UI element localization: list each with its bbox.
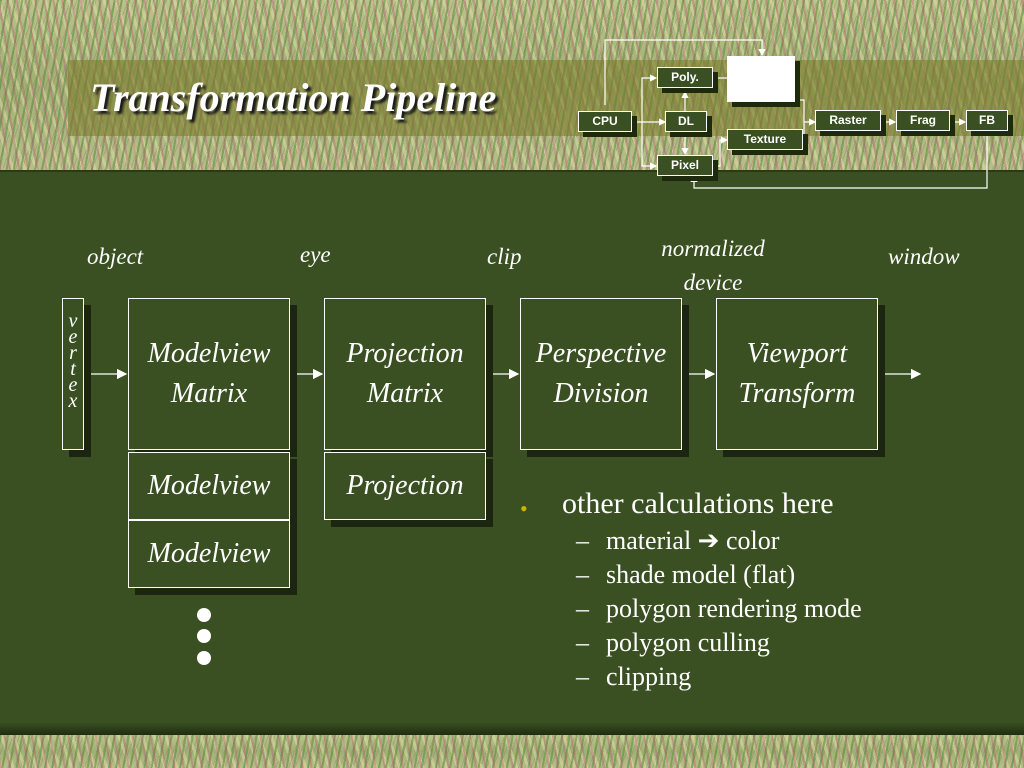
texture-node: Texture (727, 129, 803, 150)
raster-node: Raster (815, 110, 881, 131)
label-eye: eye (300, 242, 331, 267)
modelview-stack-entry: Modelview (128, 520, 290, 588)
modelview-stack-entry: Modelview (128, 452, 290, 520)
pixel-node: Pixel (657, 155, 713, 176)
footer-shadow (0, 722, 1024, 736)
vertex-box: v e r t e x (62, 298, 84, 450)
dl-node: DL (665, 111, 707, 132)
stack-ellipsis-dot (197, 651, 211, 665)
stage-arrows (85, 368, 922, 380)
stack-ellipsis-dot (197, 608, 211, 622)
label-clip: clip (487, 244, 522, 269)
footer-texture (0, 735, 1024, 768)
slide-title: Transformation Pipeline (90, 75, 497, 120)
bullet-dot-icon: • (520, 496, 528, 521)
stack-ellipsis-dot (197, 629, 211, 643)
label-ndc-line1: normalized (661, 236, 765, 261)
cpu-node: CPU (578, 111, 632, 132)
projection-stack-entry: Projection (324, 452, 486, 520)
label-ndc-line2: device (683, 270, 743, 295)
fb-node: FB (966, 110, 1008, 131)
poly-node: Poly. (657, 67, 713, 88)
vertex-label: v e r t e x (68, 310, 78, 412)
label-object: object (87, 244, 144, 269)
transform-stage-highlight (727, 56, 795, 102)
label-normalized-device: normalized device (648, 232, 778, 300)
frag-node: Frag (896, 110, 950, 131)
label-window: window (888, 244, 960, 269)
mini-pipeline-connectors (604, 39, 988, 189)
